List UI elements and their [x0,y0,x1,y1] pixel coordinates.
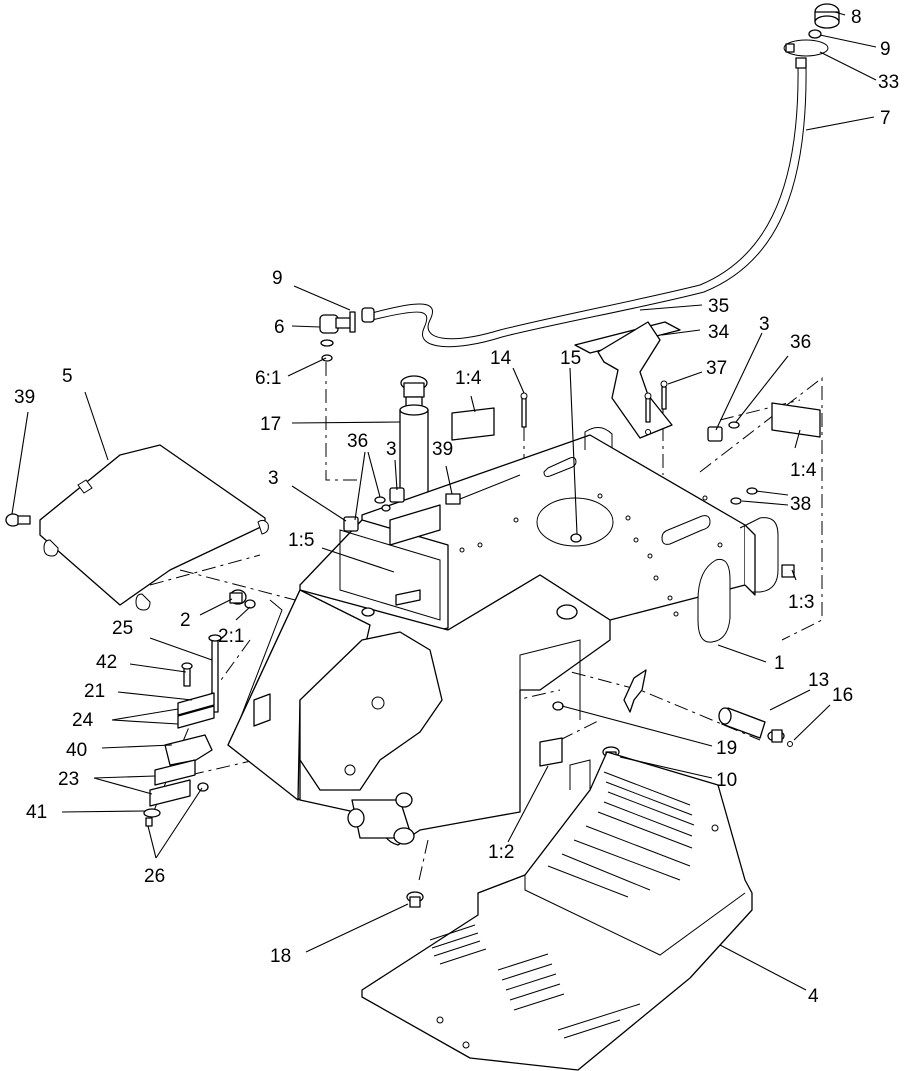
callout-14: 14 [490,348,512,369]
callout-39: 39 [432,439,453,460]
callout-2: 2 [180,610,191,631]
callout-9: 9 [272,268,283,289]
callout-5: 5 [62,366,73,387]
callout-1: 1 [774,653,785,674]
callout-23: 23 [58,769,79,790]
callout-40: 40 [66,740,87,761]
hardware-right [520,392,758,505]
callout-1-4: 1:4 [790,460,817,481]
callout-37: 37 [706,358,727,379]
callout-10: 10 [716,770,737,791]
callout-1-2: 1:2 [488,842,514,863]
callout-19: 19 [716,738,737,759]
callout-26: 26 [144,866,165,887]
hinge-stack [143,634,222,827]
callout-3: 3 [268,468,279,489]
floor-plate [361,751,753,1071]
fitting-2 [229,589,256,609]
callout-21: 21 [84,681,105,702]
callout-1-3: 1:3 [788,592,814,613]
callout-3: 3 [386,439,397,460]
callout-24: 24 [72,710,94,731]
callout-1-4: 1:4 [455,368,482,389]
callout-35: 35 [708,296,729,317]
elbow-fitting [319,311,356,362]
callout-39: 39 [14,387,35,408]
callout-18: 18 [270,946,291,967]
callout-33: 33 [878,72,899,93]
callout-7: 7 [880,108,891,129]
callout-25: 25 [112,618,133,639]
callout-34: 34 [708,322,730,343]
callout-8: 8 [851,7,862,28]
mount-bracket [574,321,681,439]
callout-6-1: 6:1 [255,368,281,389]
cover-panel [5,444,269,611]
pin-13 [718,707,793,747]
main-frame [227,427,779,846]
callout-4: 4 [808,986,819,1007]
callout-42: 42 [96,652,117,673]
callout-16: 16 [832,685,853,706]
callout-9: 9 [880,39,891,60]
callout-1-5: 1:5 [288,530,314,551]
callout-13: 13 [808,670,829,691]
callout-labels: 8 9 33 7 9 6 6:1 35 34 3 36 37 14 15 1:4… [14,7,899,1007]
hardware-center [343,474,582,543]
callout-36: 36 [790,332,811,353]
callout-36: 36 [347,431,368,452]
fuel-hose [361,64,807,348]
leader-lines [11,11,877,991]
callout-41: 41 [26,802,47,823]
callout-15: 15 [560,348,581,369]
fill-cap [783,3,840,69]
callout-2-1: 2:1 [218,626,244,647]
callout-3: 3 [759,314,770,335]
callout-17: 17 [260,414,281,435]
callout-6: 6 [274,317,285,338]
callout-38: 38 [790,494,811,515]
